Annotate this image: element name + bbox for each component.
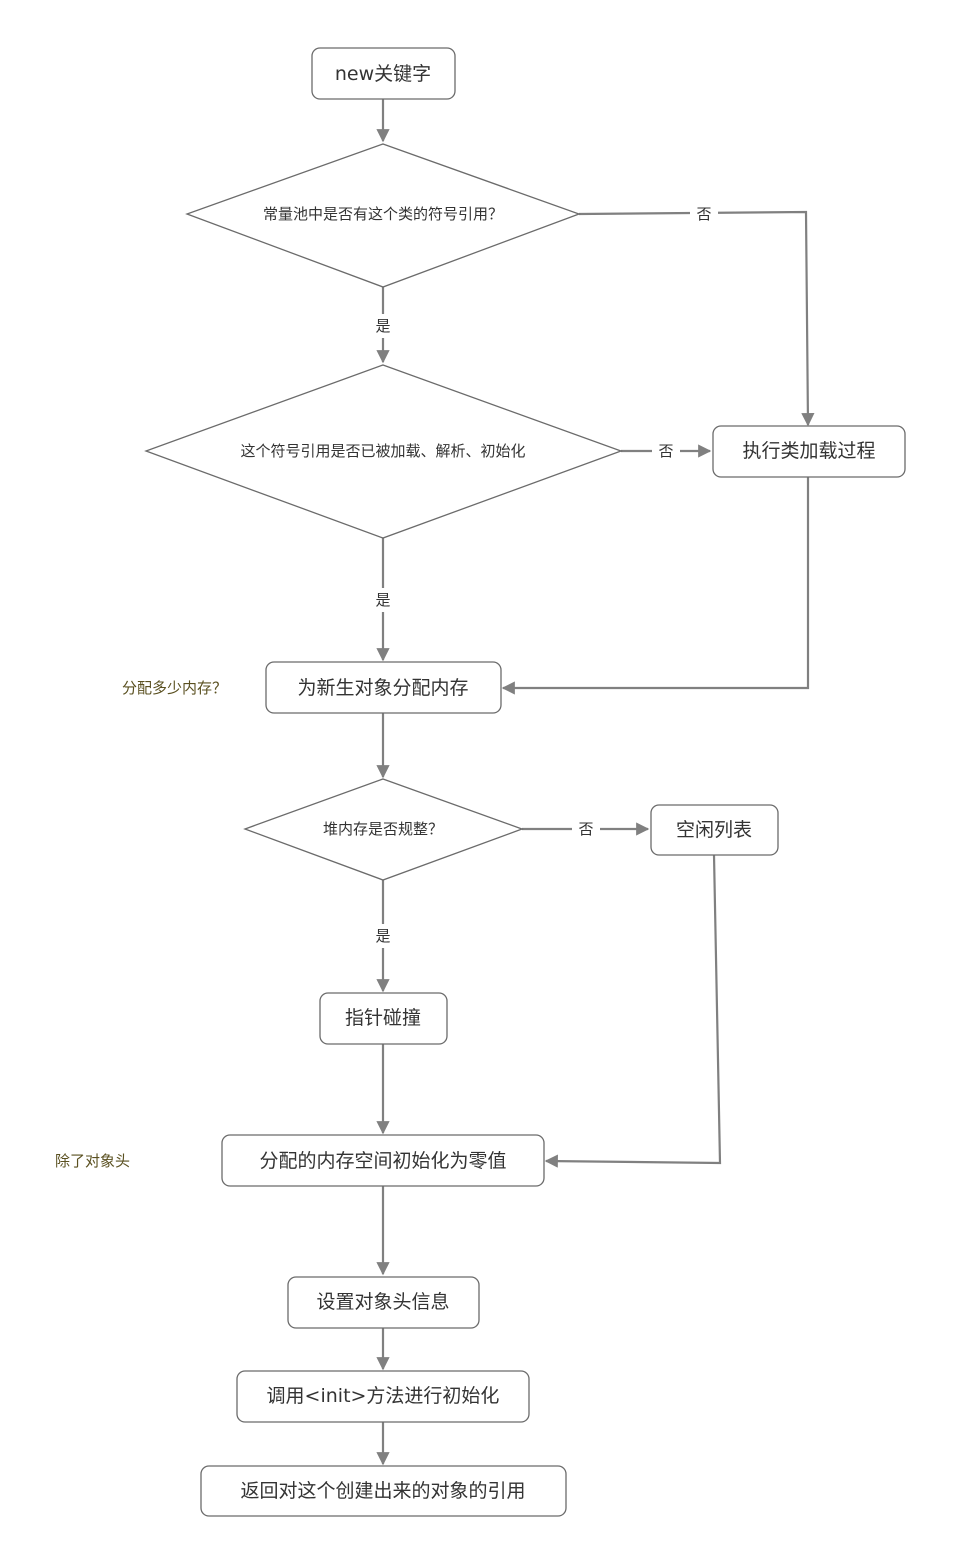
edge-labels: 否 是 否 是 否 是 [369,202,718,948]
node-set-header-label: 设置对象头信息 [316,1291,449,1313]
edge-label-q2-no: 否 [658,442,673,460]
node-new-keyword-label: new关键字 [335,63,431,85]
decision-heap-regular-label: 堆内存是否规整？ [323,820,443,838]
decision-heap-regular: 堆内存是否规整？ [243,778,524,881]
node-call-init: 调用<init>方法进行初始化 [236,1370,530,1423]
node-zero-init-label: 分配的内存空间初始化为零值 [259,1150,506,1172]
edge-label-q3-no: 否 [578,820,593,838]
edge-label-q1-no: 否 [696,205,711,223]
node-new-keyword: new关键字 [311,47,456,100]
edge-label-q3-yes: 是 [375,927,390,945]
node-pointer-bump: 指针碰撞 [319,992,448,1045]
edge-freelist-to-zero [544,854,722,1168]
node-return-ref: 返回对这个创建出来的对象的引用 [200,1465,567,1517]
node-call-init-label: 调用<init>方法进行初始化 [267,1385,500,1407]
decision-loaded-label: 这个符号引用是否已被加载、解析、初始化 [240,442,525,460]
edge-label-q1-yes: 是 [375,317,390,335]
node-class-loading: 执行类加载过程 [712,425,906,478]
node-free-list-label: 空闲列表 [676,819,752,841]
note-except-header: 除了对象头 [55,1152,130,1170]
node-zero-init: 分配的内存空间初始化为零值 [221,1134,545,1187]
node-pointer-bump-label: 指针碰撞 [345,1007,421,1029]
edge-loading-to-allocate [501,477,810,695]
node-return-ref-label: 返回对这个创建出来的对象的引用 [240,1480,525,1502]
decision-constant-pool-label: 常量池中是否有这个类的符号引用？ [263,205,503,223]
edge-q1-no [578,210,815,427]
decision-constant-pool: 常量池中是否有这个类的符号引用？ [185,143,581,288]
node-set-header: 设置对象头信息 [287,1276,480,1329]
note-allocation-size: 分配多少内存？ [122,679,227,697]
decision-loaded: 这个符号引用是否已被加载、解析、初始化 [144,364,623,539]
node-free-list: 空闲列表 [650,804,779,856]
edges [376,99,815,1466]
edge-label-q2-yes: 是 [375,591,390,609]
node-allocate-memory-label: 为新生对象分配内存 [297,677,468,699]
node-allocate-memory: 为新生对象分配内存 [265,661,502,714]
node-class-loading-label: 执行类加载过程 [742,440,875,462]
